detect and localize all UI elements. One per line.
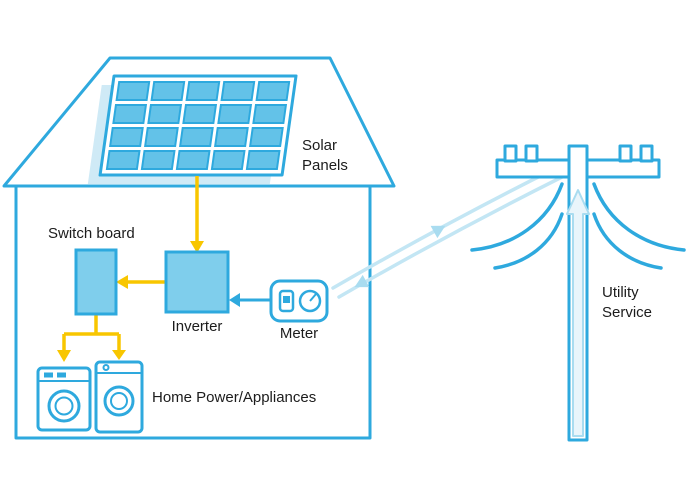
solar-cell: [255, 81, 291, 101]
utility-service-label-line1: Utility: [602, 284, 639, 301]
washer-button: [57, 372, 66, 378]
switch-board-box-icon: [74, 248, 118, 316]
solar-cell: [112, 104, 148, 124]
solar-cell: [175, 150, 211, 170]
solar-cell: [210, 150, 246, 170]
solar-cell: [105, 150, 141, 170]
energy-flow-arrows: [57, 176, 204, 362]
inverter-label: Inverter: [172, 318, 223, 335]
meter-needle: [309, 293, 317, 302]
solar-panel-array: [87, 74, 298, 184]
pole-wire-right-outer: [592, 182, 686, 252]
pole-insulator: [639, 144, 654, 163]
pole-wire-left-outer: [470, 182, 564, 252]
washer-button: [44, 372, 53, 378]
meter-to-inverter-arrowhead: [229, 293, 240, 307]
dryer-icon: [94, 360, 144, 434]
solar-to-inverter-arrowhead: [190, 241, 204, 253]
home-power-label: Home Power/Appliances: [152, 389, 316, 406]
solar-cell: [115, 81, 151, 101]
meter-display-dot: [283, 296, 290, 303]
solar-cell: [220, 81, 256, 101]
inverter-to-switchboard-arrowhead: [116, 275, 128, 289]
pole-insulator: [503, 144, 518, 163]
utility-service-label-line2: Service: [602, 304, 652, 321]
to-washer-arrowhead: [57, 350, 71, 362]
utility-service-wires: [331, 166, 564, 299]
solar-cell: [214, 127, 249, 147]
pole-wire-right-inner: [592, 212, 663, 270]
inverter-box-icon: [164, 250, 230, 314]
to-dryer-arrowhead: [112, 350, 126, 360]
solar-cell: [217, 104, 253, 124]
solar-cell: [245, 150, 281, 170]
solar-cell: [147, 104, 183, 124]
pole-up-arrow-icon: [566, 189, 590, 437]
wire-arrow-to-meter-icon: [354, 274, 370, 288]
solar-cell: [150, 81, 186, 101]
solar-panels-label-line1: Solar: [302, 137, 337, 154]
solar-cell: [109, 127, 144, 147]
meter-label: Meter: [280, 325, 318, 342]
washer-door-inner: [54, 396, 74, 416]
washing-machine-icon: [36, 366, 92, 432]
service-wire-upper: [331, 166, 558, 290]
solar-cell: [144, 127, 179, 147]
meter-to-inverter-flow: [229, 293, 271, 307]
pole-insulator: [618, 144, 633, 163]
dryer-knob: [102, 364, 110, 371]
solar-cell: [140, 150, 176, 170]
solar-cell: [185, 81, 221, 101]
electric-meter-icon: [269, 279, 329, 323]
solar-panel-grid: [105, 81, 291, 170]
utility-pole-icon: [470, 144, 686, 442]
switch-board-label: Switch board: [48, 225, 135, 242]
solar-cell: [249, 127, 284, 147]
solar-panels-label-line2: Panels: [302, 157, 348, 174]
dryer-door-inner: [110, 392, 128, 410]
solar-cell: [252, 104, 288, 124]
pole-insulator: [524, 144, 539, 163]
wire-arrow-to-pole-icon: [430, 225, 446, 239]
solar-cell: [179, 127, 214, 147]
service-wire-lower: [337, 175, 564, 299]
solar-cell: [182, 104, 218, 124]
pole-wire-left-inner: [493, 212, 564, 270]
